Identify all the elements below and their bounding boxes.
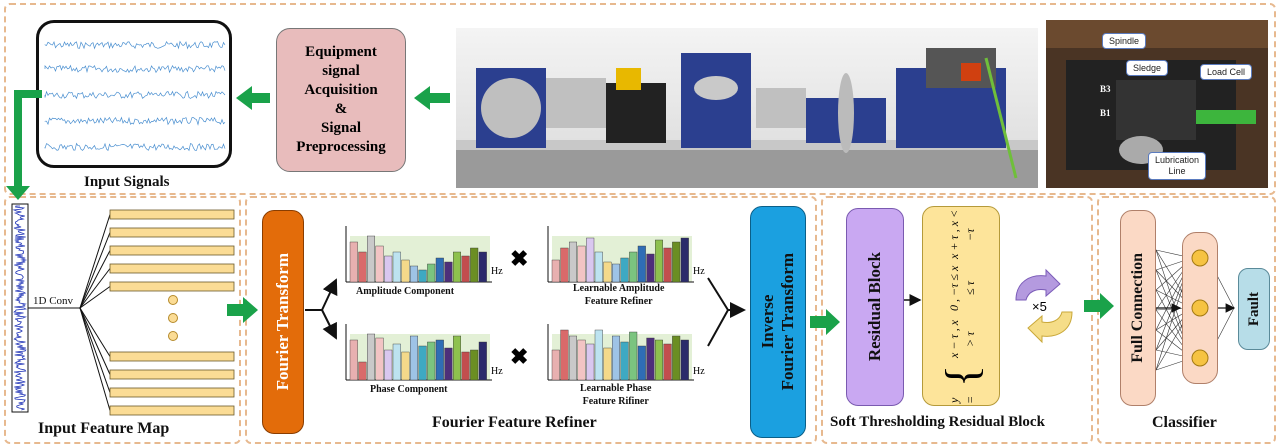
feature-bar-2: [109, 245, 235, 256]
phase-refiner-label: Learnable Phase Feature Rifiner: [580, 382, 651, 408]
signal-wave-1: [44, 64, 226, 74]
classifier-panel-title: Classifier: [1152, 414, 1217, 431]
green-arrow-acq-to-signals: [236, 86, 270, 110]
dot-0: [168, 295, 178, 305]
green-arrow-inverse-to-residual: [810, 309, 840, 335]
test-rig-illustration: [456, 48, 1038, 188]
feature-bar-0: [109, 209, 235, 220]
nn-column: [1182, 232, 1218, 384]
top-panel: [4, 3, 1276, 195]
lubrication-line-1: Line: [1168, 166, 1186, 176]
repeat-cycle-icon: [1015, 268, 1073, 344]
b3-label: B3: [1100, 84, 1111, 94]
green-arrow-residual-to-classifier: [1084, 293, 1114, 319]
green-arrow-signals-to-map: [6, 90, 42, 200]
b1-label: B1: [1100, 108, 1111, 118]
formula-lhs: y =: [947, 395, 977, 405]
sledge-label: Sledge: [1126, 60, 1169, 76]
feature-bar-6: [109, 369, 235, 380]
residual-block-label: Residual Block: [865, 252, 884, 362]
signal-wave-3: [44, 116, 226, 126]
hz-label-2: Hz: [693, 266, 705, 277]
load-cell-label: Load Cell: [1200, 64, 1253, 80]
feature-bar-8: [109, 405, 235, 416]
phase-refiner-line-0: Learnable Phase: [580, 383, 652, 394]
amp-refiner-chart: [547, 226, 694, 283]
formula-case-1: 0 , −τ ≤ x ≤ τ: [947, 265, 977, 312]
multiply-icon-top: ✖: [510, 246, 529, 271]
amplitude-chart: [345, 226, 492, 283]
signal-waveforms: [44, 40, 226, 152]
amp-refiner-label: Learnable Amplitude Feature Refiner: [573, 282, 664, 308]
feature-bar-3: [109, 263, 235, 274]
acq-line-2: Acquisition: [304, 82, 378, 98]
classifier-panel: [1097, 196, 1276, 444]
spectrum-charts: [345, 226, 694, 381]
merge-lines: [707, 277, 744, 347]
acquisition-box: Equipment signal Acquisition & Signal Pr…: [276, 28, 406, 172]
full-connection-block: Full Connection: [1120, 210, 1156, 406]
full-connection-label: Full Connection: [1129, 253, 1146, 363]
dot-2: [168, 331, 178, 341]
formula-text: y = { x − τ , x > τ 0 , −τ ≤ x ≤ τ x + τ…: [923, 207, 1001, 407]
inverse-line-1: Fourier Transform: [778, 253, 797, 391]
hz-label-4: Hz: [693, 366, 705, 377]
residual-panel-title: Soft Thresholding Residual Block: [830, 414, 1045, 430]
residual-block: Residual Block: [846, 208, 904, 406]
fourier-transform-block: Fourier Transform: [262, 210, 304, 434]
green-arrow-map-to-fourier: [227, 297, 258, 323]
spindle-label: Spindle: [1102, 33, 1147, 49]
phase-chart: [345, 324, 492, 381]
acq-line-3: &: [334, 101, 348, 117]
fault-block: Fault: [1238, 268, 1270, 350]
feature-map-wave: [12, 205, 28, 411]
bearing-rig-photo: Spindle Sledge Load Cell Lubrication Lin…: [1046, 20, 1268, 188]
feature-bar-7: [109, 387, 235, 398]
fault-label: Fault: [1245, 291, 1262, 327]
input-signals-label: Input Signals: [84, 174, 170, 190]
hz-label-1: Hz: [491, 266, 503, 277]
multiply-icon-bottom: ✖: [510, 344, 529, 369]
signal-wave-0: [44, 40, 226, 50]
amp-refiner-line-0: Learnable Amplitude: [573, 283, 665, 294]
phase-label: Phase Component: [370, 384, 448, 395]
lubrication-line-0: Lubrication: [1155, 155, 1200, 165]
hz-label-3: Hz: [491, 366, 503, 377]
inverse-line-0: Inverse: [758, 295, 777, 349]
feature-bar-4: [109, 281, 235, 292]
acq-line-4: Signal: [320, 120, 362, 136]
feature-map-title: Input Feature Map: [38, 420, 170, 437]
signal-wave-4: [44, 142, 226, 152]
fourier-transform-label: Fourier Transform: [273, 253, 292, 391]
acq-line-0: Equipment: [305, 44, 377, 60]
split-arrow-top: [305, 278, 338, 311]
formula-brace: {: [936, 364, 987, 388]
green-arrow-photo-to-acq: [414, 86, 450, 110]
formula-case-2: x + τ , x < −τ: [947, 209, 977, 260]
inverse-fourier-label: Inverse Fourier Transform: [758, 253, 798, 390]
lubrication-label: Lubrication Line: [1148, 152, 1207, 180]
formula-block: y = { x − τ , x > τ 0 , −τ ≤ x ≤ τ x + τ…: [922, 206, 1000, 406]
feature-map-bars: [109, 209, 235, 416]
feature-bar-5: [109, 351, 235, 362]
conv-fan-lines: [79, 214, 111, 411]
acq-line-1: signal: [322, 63, 360, 79]
acq-line-5: Preprocessing: [296, 139, 386, 155]
split-arrow-bottom: [321, 309, 337, 340]
feature-bar-1: [109, 227, 235, 238]
formula-case-0: x − τ , x > τ: [947, 319, 977, 358]
repeat-label: ×5: [1032, 299, 1047, 314]
feature-map-panel: [4, 196, 241, 444]
phase-refiner-line-1: Feature Rifiner: [582, 396, 649, 407]
dot-1: [168, 313, 178, 323]
signal-wave-2: [44, 90, 226, 100]
amp-refiner-line-1: Feature Refiner: [584, 296, 653, 307]
amplitude-label: Amplitude Component: [356, 286, 455, 297]
test-rig-photo: [456, 28, 1038, 188]
fourier-panel-title: Fourier Feature Refiner: [432, 414, 597, 431]
phase-refiner-chart: [547, 324, 694, 381]
inverse-fourier-block: Inverse Fourier Transform: [750, 206, 806, 438]
conv-label: 1D Conv: [33, 295, 74, 307]
